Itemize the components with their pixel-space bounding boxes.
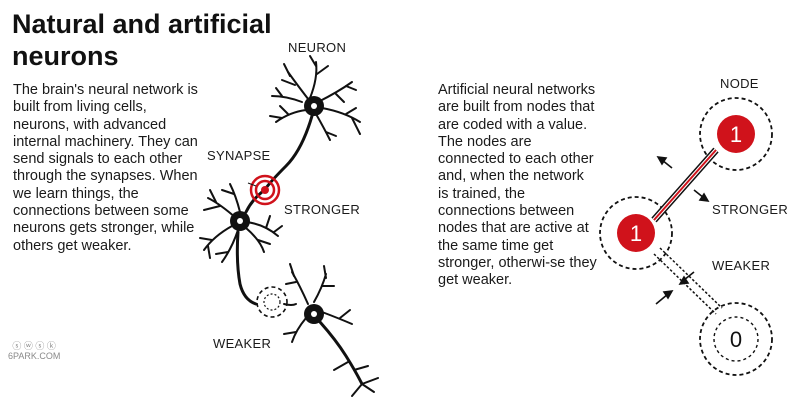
- node-bottom-value: 0: [730, 327, 742, 352]
- node-middle: [617, 214, 655, 252]
- watermark-site: 6PARK.COM: [8, 351, 61, 361]
- node-top: [717, 115, 755, 153]
- weaker-arrows-icon: [655, 271, 695, 305]
- node-rings: [599, 97, 773, 376]
- label-node: NODE: [720, 76, 759, 91]
- weak-connection: [653, 247, 723, 315]
- label-synapse: SYNAPSE: [207, 148, 271, 163]
- watermark-logo: ⓢ ⓦ ⓢ ⓚ 6PARK.COM: [8, 341, 60, 361]
- neuron-description: The brain's neural network is built from…: [13, 82, 198, 254]
- label-weaker-right: WEAKER: [712, 258, 771, 273]
- node-top-value: 1: [730, 122, 742, 147]
- label-stronger-left: STRONGER: [284, 202, 361, 217]
- strong-synapse-icon: [249, 174, 281, 206]
- label-stronger-right: STRONGER: [712, 202, 789, 217]
- stronger-arrows-icon: [656, 156, 710, 202]
- strong-connection: [651, 147, 719, 223]
- label-neuron: NEURON: [288, 40, 347, 55]
- node-middle-value: 1: [630, 221, 642, 246]
- watermark-glyphs: ⓢ ⓦ ⓢ ⓚ: [12, 341, 56, 351]
- page-title: Natural and artificial neurons: [12, 9, 272, 71]
- weak-synapse-icon: [256, 286, 288, 318]
- neuron-drawing: [199, 55, 379, 397]
- label-weaker-left: WEAKER: [213, 336, 272, 351]
- artificial-network-description: Artificial neural networks are built fro…: [438, 82, 597, 289]
